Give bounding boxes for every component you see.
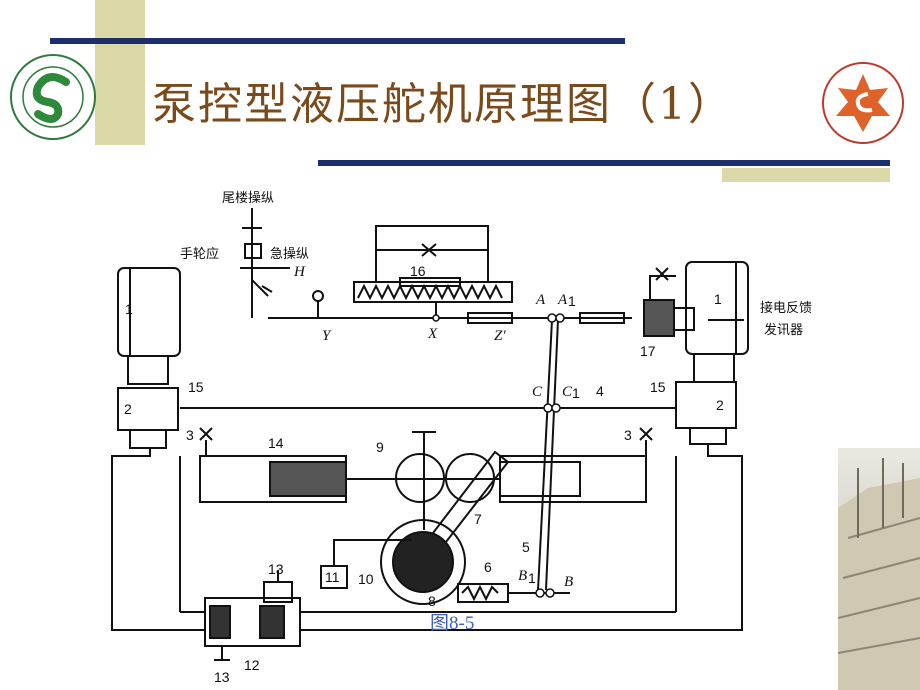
label-n10: 10 xyxy=(358,571,374,587)
label-n9: 9 xyxy=(376,439,384,455)
label-transmitter: 发讯器 xyxy=(764,322,803,338)
label-B1-sub: 1 xyxy=(528,570,536,586)
motor-right xyxy=(685,261,749,355)
label-bridge-control: 尾楼操纵 xyxy=(222,190,274,206)
university-logo-left xyxy=(10,54,96,140)
university-logo-right xyxy=(822,62,904,144)
title-bar-top xyxy=(50,38,625,44)
label-C: C xyxy=(532,384,543,400)
label-C1-sub: 1 xyxy=(572,385,580,401)
label-n1-left: 1 xyxy=(125,301,133,317)
label-n3-right: 3 xyxy=(624,427,632,443)
label-emergency: 急操纵 xyxy=(270,246,309,262)
rudder-stock-left xyxy=(395,453,445,503)
label-n1-right: 1 xyxy=(714,291,722,307)
label-feedback: 接电反馈 xyxy=(760,300,812,316)
oil-line-right xyxy=(300,444,743,631)
rudder-stock-right xyxy=(445,453,495,503)
label-n17: 17 xyxy=(640,343,656,359)
label-n4: 4 xyxy=(596,383,604,399)
label-A: A xyxy=(535,292,546,308)
label-n12: 12 xyxy=(244,657,260,673)
label-Zprime: Z′ xyxy=(494,328,506,344)
feedback-rod xyxy=(537,319,553,591)
label-n6: 6 xyxy=(484,559,492,575)
label-A1-sub: 1 xyxy=(568,293,576,309)
label-n3-left: 3 xyxy=(186,427,194,443)
accent-block-right xyxy=(722,168,890,182)
feedback-transmitter xyxy=(643,299,675,337)
title-bar-bottom xyxy=(318,160,890,166)
coupling-right xyxy=(693,353,735,383)
accent-block-top xyxy=(95,0,145,145)
label-H: H xyxy=(293,264,306,280)
label-n16: 16 xyxy=(410,263,426,279)
label-n13-top: 13 xyxy=(268,561,284,577)
slide-title: 泵控型液压舵机原理图（1） xyxy=(152,79,734,130)
ship-photo-decoration xyxy=(838,448,920,690)
oil-line-left xyxy=(111,448,210,631)
label-n14: 14 xyxy=(268,435,284,451)
label-n15-right: 15 xyxy=(650,379,666,395)
label-X: X xyxy=(427,326,438,342)
label-n8: 8 xyxy=(428,593,436,609)
pump-right xyxy=(675,381,737,429)
label-Y: Y xyxy=(322,328,332,344)
label-n13-bottom: 13 xyxy=(214,669,230,685)
label-n2-left: 2 xyxy=(124,401,132,417)
label-A1: A xyxy=(557,292,568,308)
label-B: B xyxy=(564,574,573,590)
label-n15-left: 15 xyxy=(188,379,204,395)
rudder-sector xyxy=(380,519,466,605)
label-n2-right: 2 xyxy=(716,397,724,413)
label-C1: C xyxy=(562,384,573,400)
label-n11: 11 xyxy=(325,569,340,585)
label-n7: 7 xyxy=(474,511,482,527)
label-B1: B xyxy=(518,568,527,584)
label-n5: 5 xyxy=(522,539,530,555)
label-handwheel: 手轮应 xyxy=(180,246,219,262)
gear-rack-16 xyxy=(353,281,513,303)
figure-caption: 图8-5 xyxy=(430,613,475,634)
coupling-left xyxy=(127,355,169,385)
